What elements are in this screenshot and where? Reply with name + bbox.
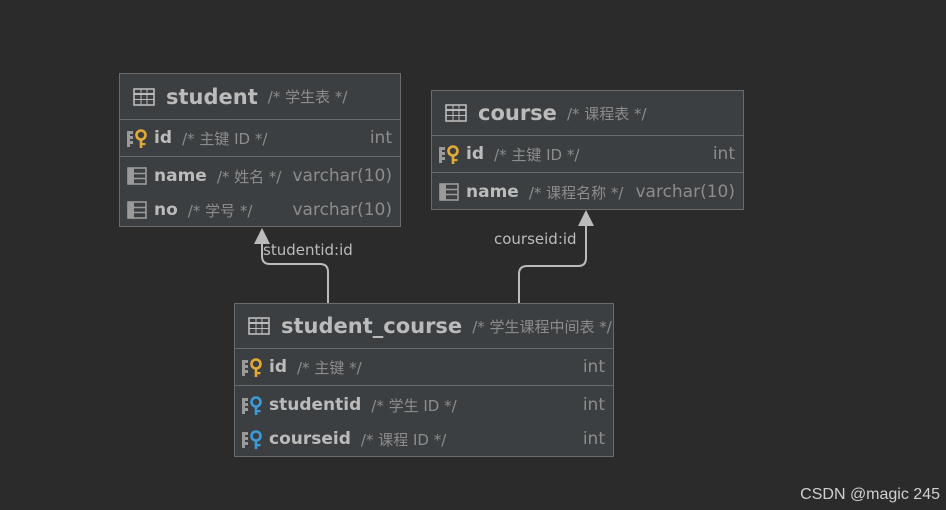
foreign-key-icon [241,428,265,450]
column-row[interactable]: studentid /* 学生 ID */ int [235,388,613,422]
watermark: CSDN @magic 245 [800,486,940,503]
relation-label-studentid: studentid:id [263,241,353,259]
column-row[interactable]: id /* 主键 */ int [235,349,613,386]
table-icon [444,102,468,124]
column-row[interactable]: name /* 课程名称 */ varchar(10) [432,175,743,209]
column-type: int [582,357,605,377]
primary-key-icon [241,356,265,378]
column-type: varchar(10) [292,166,392,186]
table-student[interactable]: student /* 学生表 */ id /* 主键 ID */ int nam… [119,73,401,227]
column-comment: /* 主键 */ [297,358,362,377]
column-comment: /* 主键 ID */ [182,129,268,148]
arrow-head-student [254,228,270,244]
column-name: studentid [269,395,362,415]
column-name: courseid [269,429,351,449]
table-comment: /* 课程表 */ [566,104,647,123]
column-type: varchar(10) [292,200,392,220]
column-row[interactable]: id /* 主键 ID */ int [120,120,400,157]
column-name: id [269,357,287,377]
column-name: name [466,182,519,202]
relation-line-studentid [261,242,329,303]
table-header: student /* 学生表 */ [120,74,400,120]
table-name: course [478,101,557,125]
column-icon [438,181,462,203]
table-header: student_course /* 学生课程中间表 */ [235,304,613,349]
relation-label-courseid: courseid:id [494,230,577,248]
column-type: int [369,128,392,148]
column-comment: /* 姓名 */ [216,167,282,186]
column-type: int [582,429,605,449]
primary-key-icon [126,127,150,149]
column-comment: /* 学号 */ [187,201,253,220]
primary-key-icon [438,143,462,165]
column-name: name [154,166,207,186]
column-icon [126,165,150,187]
table-name: student [166,84,258,109]
table-name: student_course [281,314,463,338]
column-icon [126,199,150,221]
foreign-key-icon [241,394,265,416]
table-comment: /* 学生课程中间表 */ [472,317,612,336]
column-name: id [466,144,484,164]
column-row[interactable]: no /* 学号 */ varchar(10) [120,193,400,227]
column-row[interactable]: name /* 姓名 */ varchar(10) [120,159,400,193]
column-comment: /* 课程 ID */ [360,430,447,449]
relation-line-courseid [518,225,587,303]
table-comment: /* 学生表 */ [267,88,348,106]
table-course[interactable]: course /* 课程表 */ id /* 主键 ID */ int name… [431,90,744,210]
column-comment: /* 主键 ID */ [494,145,580,164]
table-student-course[interactable]: student_course /* 学生课程中间表 */ id /* 主键 */… [234,303,614,457]
column-name: no [154,200,178,220]
column-comment: /* 学生 ID */ [371,396,457,415]
column-comment: /* 课程名称 */ [528,183,624,202]
table-icon [132,86,156,108]
column-row[interactable]: courseid /* 课程 ID */ int [235,422,613,456]
arrow-head-course [578,210,594,226]
table-header: course /* 课程表 */ [432,91,743,136]
column-row[interactable]: id /* 主键 ID */ int [432,136,743,173]
table-icon [247,315,271,337]
column-type: int [582,395,605,415]
column-type: varchar(10) [635,182,735,202]
column-name: id [154,128,172,148]
column-type: int [712,144,735,164]
